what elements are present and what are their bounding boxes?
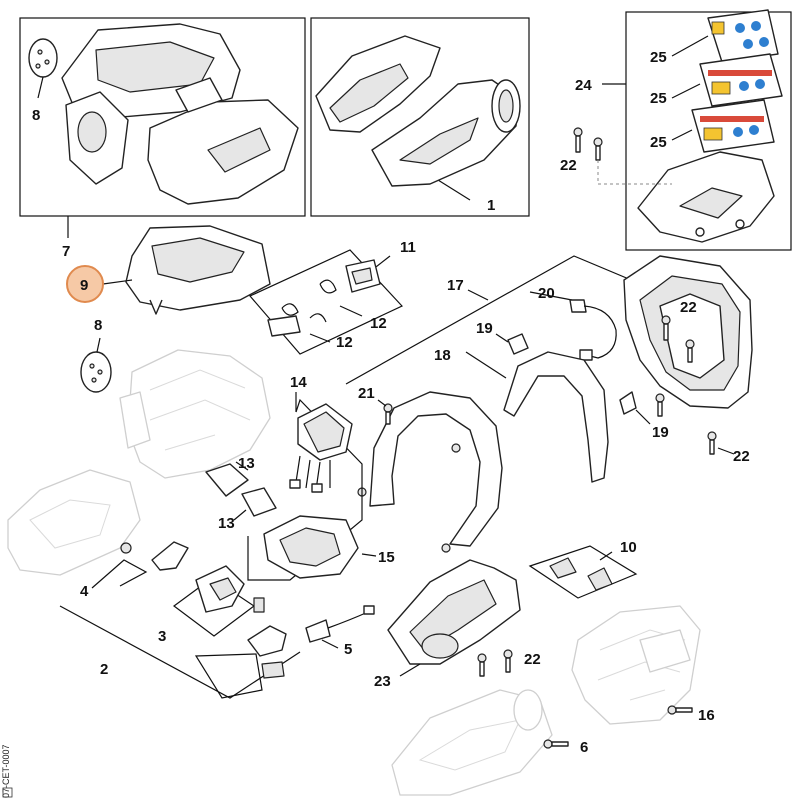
label-6[interactable]: 6 [580,739,588,756]
frame-lines-17-18 [345,255,637,385]
part-cover-9 [102,225,271,315]
label-20[interactable]: 20 [538,285,555,302]
label-19-b[interactable]: 19 [652,424,669,441]
part-trigger-3 [195,565,265,613]
screws-6-16 [543,705,693,749]
callout-labels: 8 7 9 8 1 24 25 25 25 22 11 12 12 17 20 … [32,49,750,756]
label-17[interactable]: 17 [447,277,464,294]
label-2[interactable]: 2 [100,661,108,678]
part-cover-24 [637,151,775,243]
part-cable-20 [569,299,617,361]
part-warning-labels [671,9,783,153]
part-housing-15 [263,515,377,579]
label-3[interactable]: 3 [158,628,166,645]
document-code: 07-CET-0007 [1,744,11,798]
part-lever-2 [247,625,287,679]
part-cover-23 [387,559,521,677]
label-1[interactable]: 1 [487,197,495,214]
label-16[interactable]: 16 [698,707,715,724]
label-13-a[interactable]: 13 [238,455,255,472]
part-switch-11 [267,259,381,343]
label-12-b[interactable]: 12 [336,334,353,351]
label-25-a[interactable]: 25 [650,49,667,66]
label-8-top[interactable]: 8 [32,107,40,124]
part-handle-frame-21 [357,391,503,553]
frame-box-14 [247,392,363,581]
label-8-mid[interactable]: 8 [94,317,102,334]
part-bale-handle-18 [503,351,609,483]
label-21[interactable]: 21 [358,385,375,402]
highlight-badge-9[interactable] [66,265,104,303]
label-23[interactable]: 23 [374,673,391,690]
label-18[interactable]: 18 [434,347,451,364]
part-front-handle [623,255,753,455]
ghost-handle-housing-left [7,469,141,576]
label-15[interactable]: 15 [378,549,395,566]
label-22-bottom[interactable]: 22 [524,651,541,668]
screws-22-top [573,127,672,185]
label-19-a[interactable]: 19 [476,320,493,337]
ghost-housing-upper-left [119,349,271,479]
part-electronic-module-14 [289,403,353,493]
part-trigger-4 [120,541,189,571]
frame-box-24 [602,11,792,251]
label-14[interactable]: 14 [290,374,307,391]
label-12-a[interactable]: 12 [370,315,387,332]
frame-box-10 [528,545,638,599]
label-4[interactable]: 4 [80,583,89,600]
part-clip-19 [495,333,651,425]
frame-box-11 [249,249,403,355]
label-25-b[interactable]: 25 [650,90,667,107]
label-22-right-b[interactable]: 22 [733,448,750,465]
part-cable-5 [305,605,375,649]
label-10[interactable]: 10 [620,539,637,556]
label-7[interactable]: 7 [62,243,70,260]
document-code-box [2,787,13,798]
label-13-b[interactable]: 13 [218,515,235,532]
label-22-top[interactable]: 22 [560,157,577,174]
ghost-handle-housing-bottom [391,689,553,796]
label-9[interactable]: 9 [80,277,88,294]
label-25-c[interactable]: 25 [650,134,667,151]
part-gasket-8 [80,337,112,393]
part-housing-shells [28,23,299,205]
label-24[interactable]: 24 [575,77,592,94]
label-11[interactable]: 11 [400,239,416,256]
label-22-right-a[interactable]: 22 [680,299,697,316]
part-handle-housing [315,35,521,187]
part-springs-13 [205,461,277,521]
label-5[interactable]: 5 [344,641,352,658]
ghost-motor-housing-right [571,605,701,725]
frame-box-7 [19,17,306,238]
